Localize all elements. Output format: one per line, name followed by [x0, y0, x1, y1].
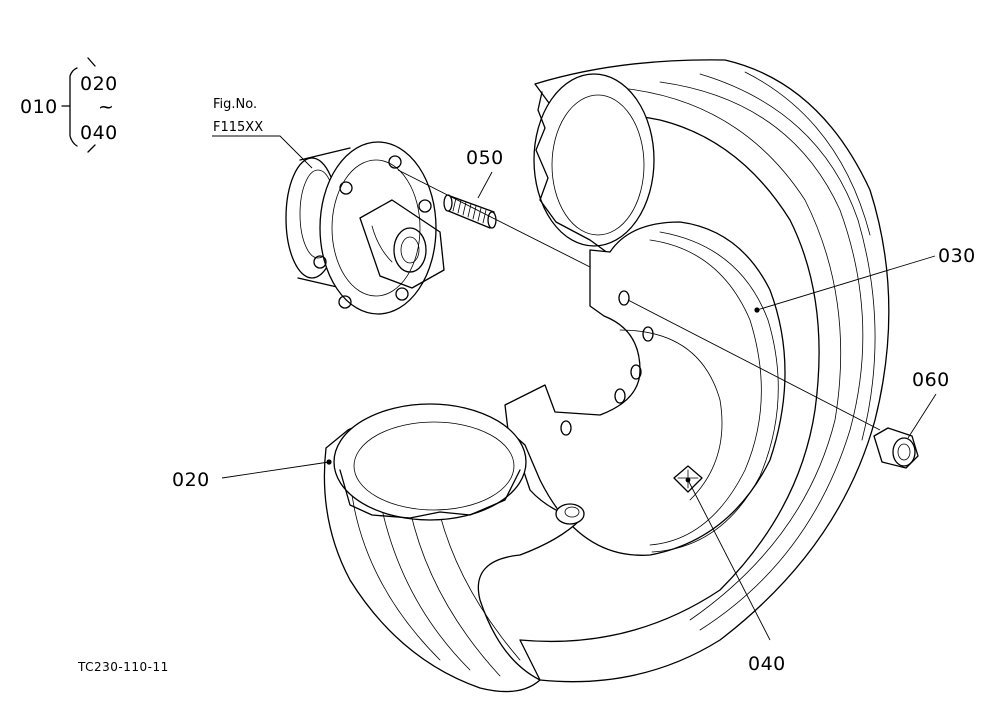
assembly-bracket-lines — [61, 57, 96, 153]
stud-bolt-leader — [477, 171, 493, 199]
figure-ref-number: F115XX — [213, 120, 263, 135]
assembly-range-mark: ~ — [98, 96, 114, 118]
stud-bolt-drawing: 050 — [397, 147, 593, 269]
assembly-bracket: 010 020 ~ 040 — [20, 57, 118, 153]
callout-030: 030 — [938, 245, 976, 267]
tire-leader — [221, 461, 330, 479]
assembly-first-label: 020 — [80, 73, 118, 95]
tire-lower-drawing: 020 — [172, 403, 585, 693]
valve-leader — [687, 479, 771, 641]
callout-060: 060 — [912, 369, 950, 391]
figure-reference: Fig.No. F115XX — [212, 97, 313, 169]
valve-drawing: 040 — [673, 465, 786, 675]
figure-ref-leader — [212, 135, 313, 169]
callout-040: 040 — [748, 653, 786, 675]
assembly-last-label: 040 — [80, 122, 118, 144]
figure-ref-label: Fig.No. — [213, 97, 257, 112]
nut-drawing: 060 — [873, 369, 950, 469]
assembly-parent-label: 010 — [20, 96, 58, 118]
hub-drawing — [285, 141, 445, 315]
callout-050: 050 — [466, 147, 504, 169]
tire-upper-drawing — [519, 59, 890, 683]
drawing-code: TC230-110-11 — [77, 660, 169, 674]
nut-leader — [907, 393, 937, 439]
callout-020: 020 — [172, 469, 210, 491]
rim-leader — [756, 255, 936, 311]
